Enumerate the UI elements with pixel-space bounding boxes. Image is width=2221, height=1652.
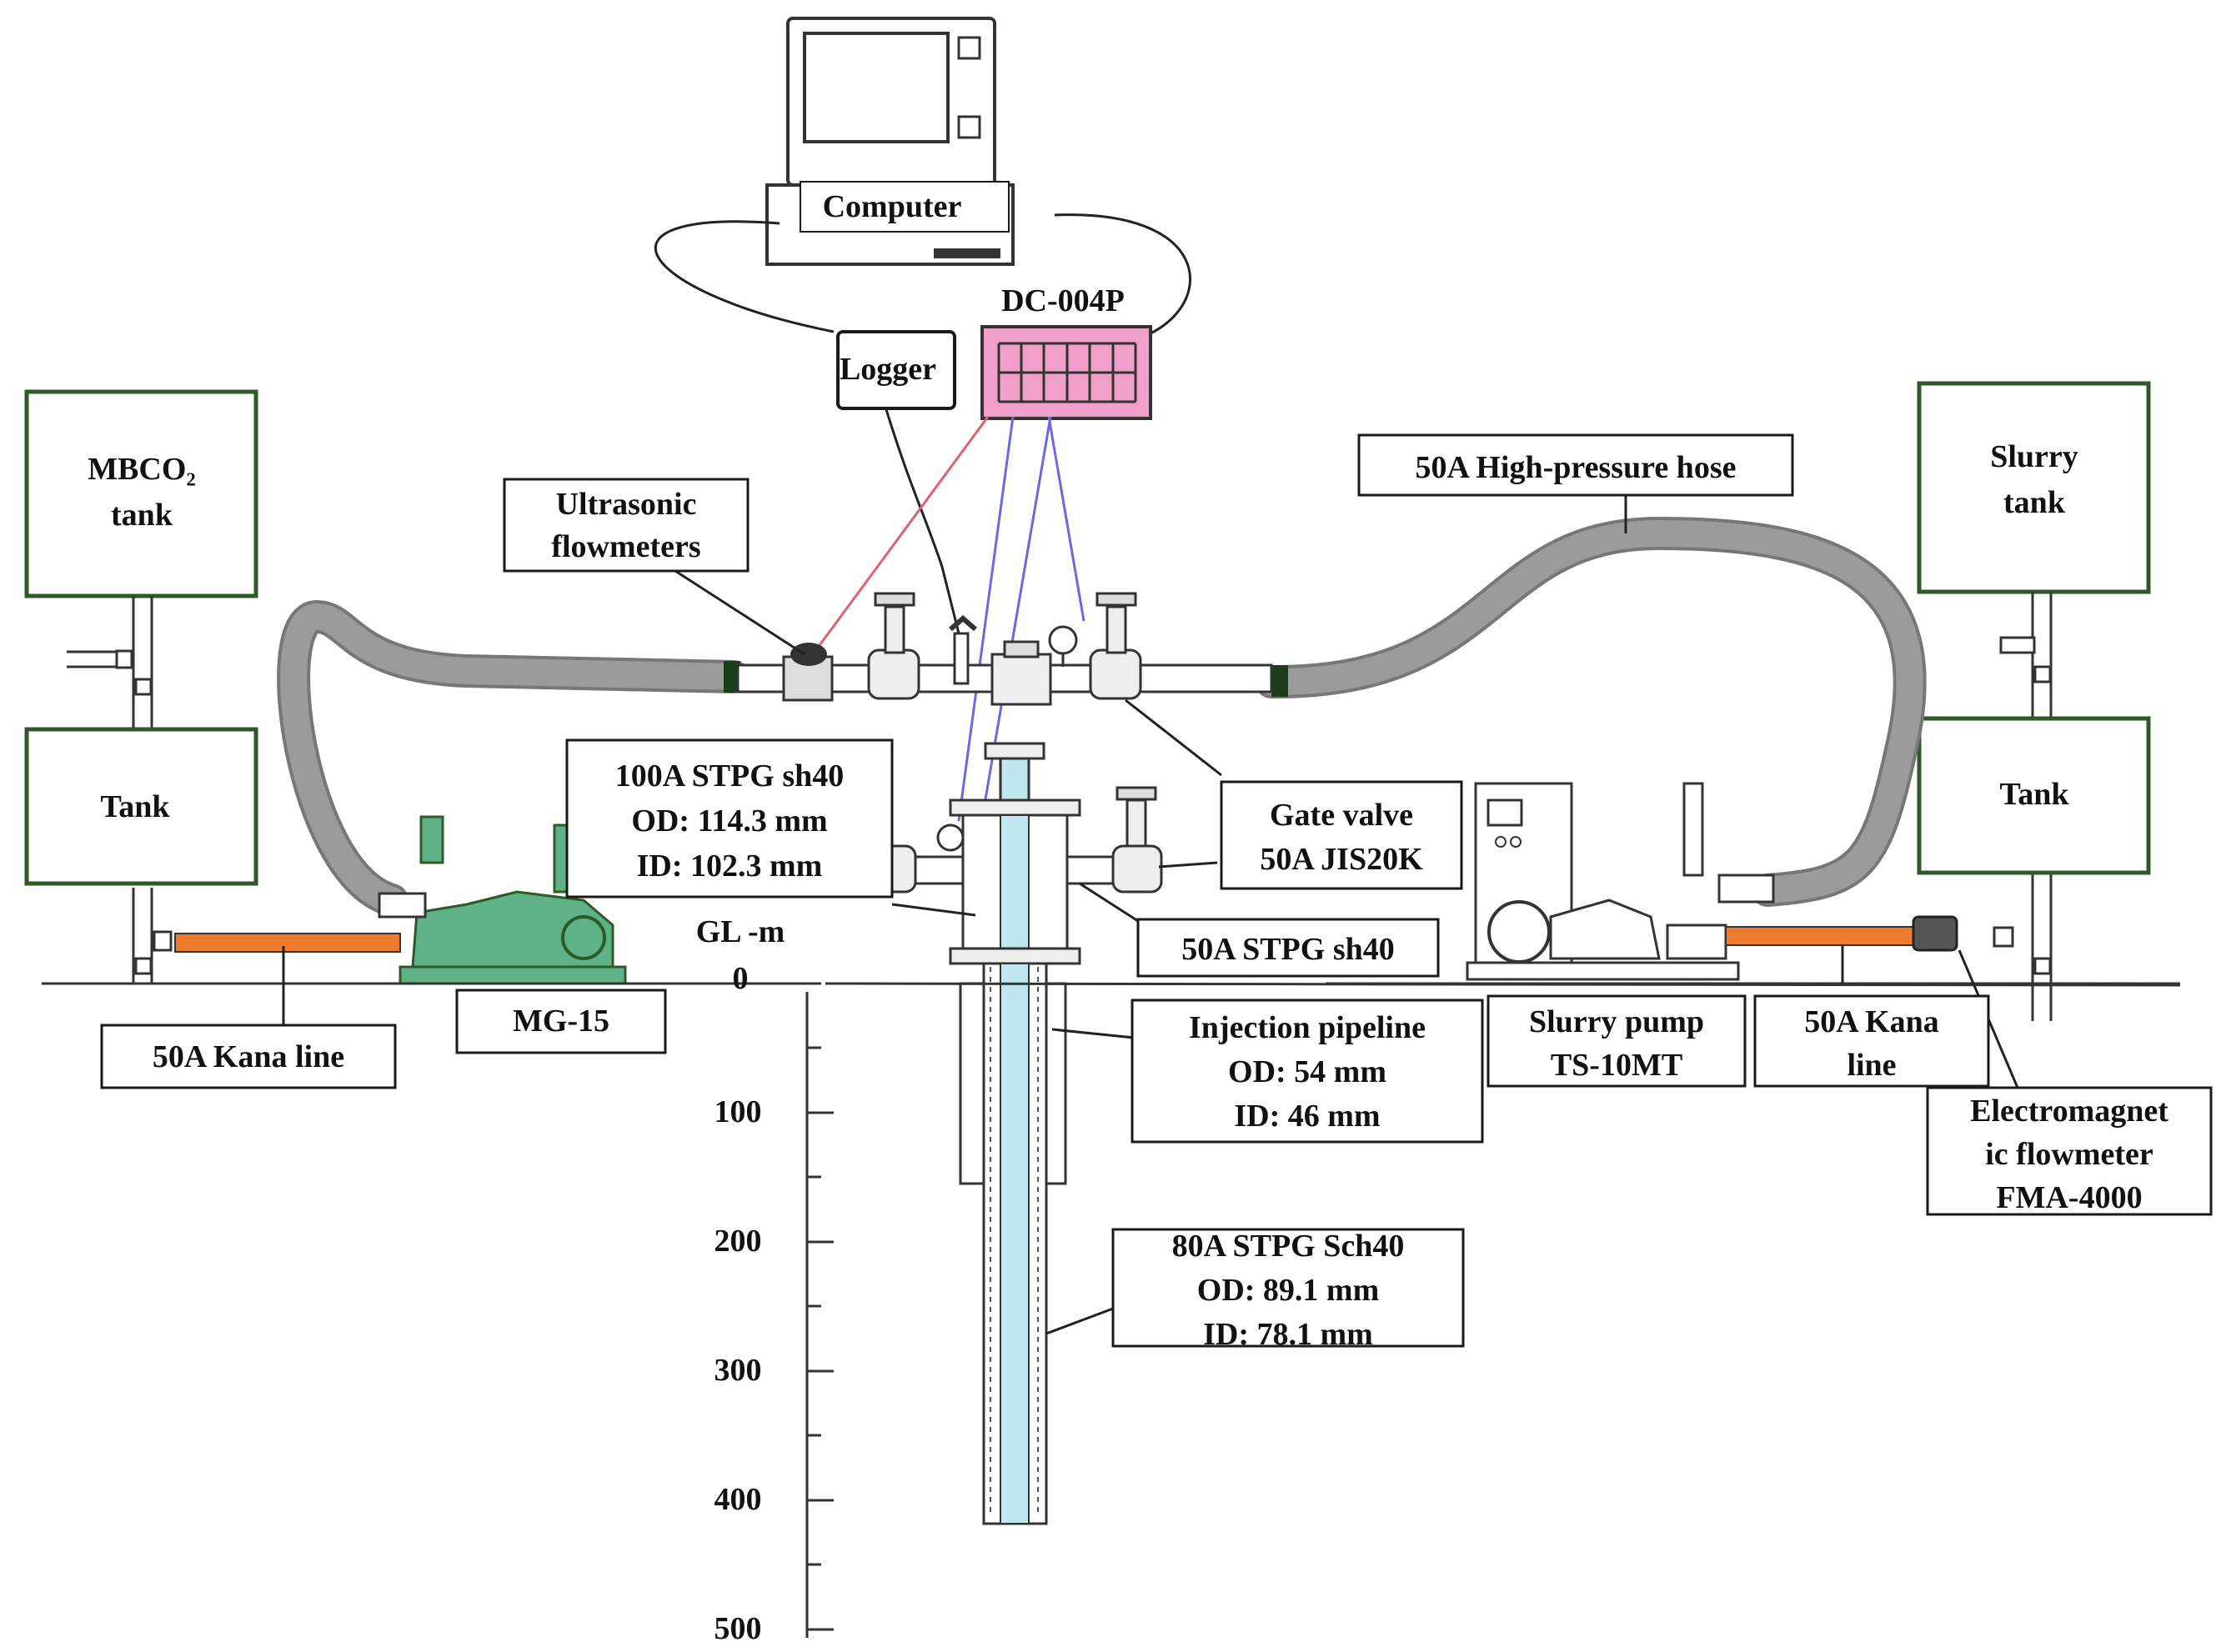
logger: Logger — [836, 330, 956, 410]
kana-line-right-callout: 50A Kana line — [1753, 994, 1990, 1088]
gl-m-label: GL -m — [696, 914, 785, 949]
injection-pipeline-callout: Injection pipeline OD: 54 mm ID: 46 mm — [1131, 999, 1484, 1144]
computer: Computer — [765, 17, 1015, 266]
stpg50-label: 50A STPG sh40 — [1181, 932, 1395, 967]
top-manifold — [736, 592, 1273, 706]
left-tank-piping — [67, 596, 173, 984]
gate-valve-callout: Gate valve 50A JIS20K — [1220, 780, 1463, 890]
depth-tick-100: 100 — [714, 1094, 762, 1129]
hose-label: 50A High-pressure hose — [1416, 450, 1737, 485]
ultrasonic-flowmeters-callout: Ultrasonic flowmeters — [503, 478, 750, 573]
stpg100-label-line2: OD: 114.3 mm — [631, 803, 827, 839]
dc004p-unit: DC-004P — [980, 283, 1152, 420]
stpg80-label-line3: ID: 78.1 mm — [1203, 1317, 1373, 1352]
mbco2-tank-label-line2: tank — [111, 498, 173, 533]
slurry-pump-callout: Slurry pump TS-10MT — [1487, 994, 1747, 1088]
depth-scale: GL -m 0 100 200 300 400 500 — [696, 914, 834, 1646]
computer-label: Computer — [823, 189, 962, 224]
stpg80-label-line2: OD: 89.1 mm — [1197, 1273, 1379, 1308]
left-tank-label: Tank — [100, 789, 170, 824]
injection-label-line3: ID: 46 mm — [1234, 1099, 1380, 1134]
slurry-tank-label-line2: tank — [2003, 485, 2066, 520]
slurry-tank-label-line1: Slurry — [1990, 439, 2078, 474]
stpg100-callout: 100A STPG sh40 OD: 114.3 mm ID: 102.3 mm — [565, 738, 894, 899]
depth-tick-300: 300 — [714, 1353, 762, 1388]
emf-label-line3: FMA-4000 — [1996, 1180, 2142, 1215]
right-tank-label: Tank — [1999, 777, 2069, 812]
ultrasonic-label-line2: flowmeters — [551, 529, 700, 564]
emf-label-line2: ic flowmeter — [1985, 1137, 2153, 1172]
logger-label: Logger — [840, 352, 936, 387]
stpg80-callout: 80A STPG Sch40 OD: 89.1 mm ID: 78.1 mm — [1111, 1228, 1465, 1352]
right-tank-piping — [1993, 592, 2053, 1021]
slurry-pump-label-line2: TS-10MT — [1551, 1048, 1682, 1083]
mg15-callout: MG-15 — [455, 989, 667, 1054]
depth-tick-400: 400 — [714, 1482, 762, 1517]
stpg50-callout: 50A STPG sh40 — [1136, 918, 1440, 978]
gate-valve-label-line1: Gate valve — [1270, 798, 1413, 833]
ultrasonic-label-line1: Ultrasonic — [556, 487, 697, 522]
stpg100-label-line1: 100A STPG sh40 — [615, 758, 845, 793]
wellhead — [865, 742, 1163, 965]
electromagnetic-flowmeter-callout: Electromagnet ic flowmeter FMA-4000 — [1926, 1086, 2213, 1216]
depth-tick-200: 200 — [714, 1224, 762, 1259]
injection-label-line1: Injection pipeline — [1189, 1010, 1426, 1045]
slurry-pump-label-line1: Slurry pump — [1529, 1004, 1704, 1039]
kana-left-label: 50A Kana line — [153, 1039, 344, 1074]
depth-tick-0: 0 — [733, 961, 749, 996]
dc004p-label: DC-004P — [1001, 283, 1125, 318]
stpg80-label-line1: 80A STPG Sch40 — [1172, 1229, 1405, 1264]
gate-valve-label-line2: 50A JIS20K — [1260, 842, 1423, 877]
emf-label-line1: Electromagnet — [1970, 1094, 2168, 1129]
well-casing — [959, 962, 1067, 1525]
mbco2-tank: MBCO₂ tank — [24, 389, 258, 598]
slurry-tank: Slurry tank — [1917, 381, 2151, 594]
mbco2-tank-label-line1: MBCO₂ — [88, 452, 196, 487]
kana-right-label-line1: 50A Kana — [1804, 1004, 1939, 1039]
right-tank: Tank — [1917, 716, 2151, 875]
stpg100-label-line3: ID: 102.3 mm — [637, 849, 823, 884]
kana-right-label-line2: line — [1847, 1048, 1896, 1083]
depth-tick-500: 500 — [714, 1611, 762, 1646]
left-tank: Tank — [24, 727, 258, 886]
kana-line-left-callout: 50A Kana line — [100, 1024, 397, 1089]
high-pressure-hose-callout: 50A High-pressure hose — [1357, 433, 1794, 497]
injection-label-line2: OD: 54 mm — [1228, 1054, 1386, 1089]
mg15-label: MG-15 — [513, 1004, 609, 1039]
